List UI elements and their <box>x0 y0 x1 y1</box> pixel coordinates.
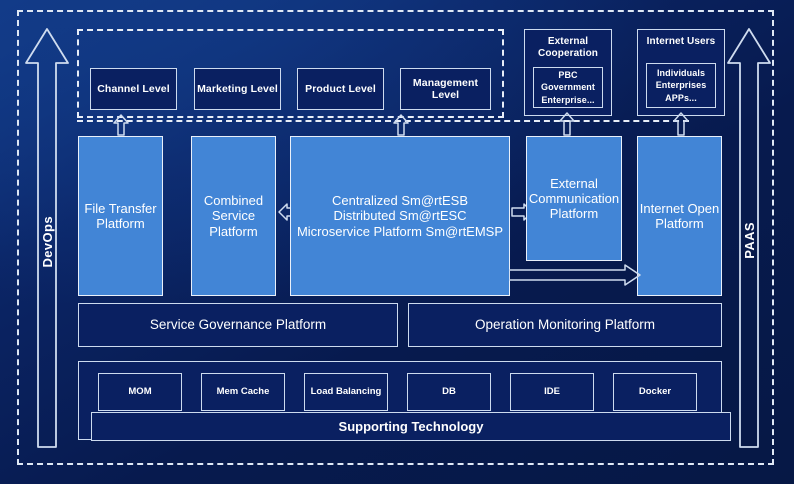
tech-label: DB <box>442 386 456 398</box>
level-label: Marketing Level <box>197 82 278 95</box>
internet-users-detail: Individuals Enterprises APPs... <box>655 68 707 103</box>
internet-users-detail-box: Individuals Enterprises APPs... <box>646 63 716 108</box>
supporting-technology-label: Supporting Technology <box>338 418 484 434</box>
long-right-arrow-icon-center-to-internet <box>508 264 641 291</box>
platform-label: Combined Service Platform <box>203 193 264 239</box>
platform-boundary-line <box>77 120 689 122</box>
platform-label: Internet Open Platform <box>639 200 720 231</box>
governance-operation-monitoring[interactable]: Operation Monitoring Platform <box>408 303 722 347</box>
up-arrow-icon-center <box>392 114 410 141</box>
business-levels-boundary <box>77 29 504 118</box>
governance-label: Operation Monitoring Platform <box>474 317 656 333</box>
level-box-product[interactable]: Product Level <box>297 68 384 110</box>
tech-label: Docker <box>638 386 672 398</box>
tech-box-ide[interactable]: IDE <box>510 373 594 411</box>
level-label: Management Level <box>412 76 479 101</box>
tech-box-db[interactable]: DB <box>407 373 491 411</box>
up-arrow-icon-internet-open <box>672 112 690 141</box>
platform-label: File Transfer Platform <box>84 200 157 231</box>
up-arrow-icon-file-transfer <box>112 114 130 141</box>
platform-file-transfer[interactable]: File Transfer Platform <box>78 136 163 296</box>
level-box-channel[interactable]: Channel Level <box>90 68 177 110</box>
devops-label: DevOps <box>40 216 55 268</box>
internet-users-group[interactable]: Internet Users Individuals Enterprises A… <box>637 29 725 116</box>
external-cooperation-group[interactable]: External Cooperation PBC Government Ente… <box>524 29 612 116</box>
platform-central-esb[interactable]: Centralized Sm@rtESB Distributed Sm@rtES… <box>290 136 510 296</box>
external-cooperation-detail: PBC Government Enterprise... <box>540 70 595 105</box>
platform-label: Centralized Sm@rtESB Distributed Sm@rtES… <box>296 193 504 239</box>
platform-external-communication[interactable]: External Communication Platform <box>526 136 622 261</box>
paas-label: PAAS <box>742 222 757 259</box>
level-box-marketing[interactable]: Marketing Level <box>194 68 281 110</box>
external-cooperation-detail-box: PBC Government Enterprise... <box>533 67 603 108</box>
tech-box-load-balancing[interactable]: Load Balancing <box>304 373 388 411</box>
tech-label: Load Balancing <box>310 386 382 398</box>
governance-service-platform[interactable]: Service Governance Platform <box>78 303 398 347</box>
governance-label: Service Governance Platform <box>149 317 327 333</box>
level-box-management[interactable]: Management Level <box>400 68 491 110</box>
tech-box-docker[interactable]: Docker <box>613 373 697 411</box>
level-label: Channel Level <box>97 82 170 95</box>
internet-users-title: Internet Users <box>646 36 716 47</box>
up-arrow-icon-external-comm <box>558 112 576 141</box>
platform-internet-open[interactable]: Internet Open Platform <box>637 136 722 296</box>
platform-combined-service[interactable]: Combined Service Platform <box>191 136 276 296</box>
tech-box-mom[interactable]: MOM <box>98 373 182 411</box>
supporting-technology-bar[interactable]: Supporting Technology <box>91 412 731 441</box>
tech-box-mem-cache[interactable]: Mem Cache <box>201 373 285 411</box>
tech-label: IDE <box>544 386 560 398</box>
paas-arrow-icon <box>726 26 772 450</box>
right-arrow-icon-center-to-external <box>511 202 533 227</box>
platform-label: External Communication Platform <box>528 175 620 222</box>
tech-label: Mem Cache <box>216 386 270 398</box>
external-cooperation-title: External Cooperation <box>538 36 598 59</box>
devops-arrow-icon <box>24 26 70 450</box>
level-label: Product Level <box>305 82 376 95</box>
tech-label: MOM <box>128 386 152 398</box>
outer-boundary <box>17 10 774 465</box>
